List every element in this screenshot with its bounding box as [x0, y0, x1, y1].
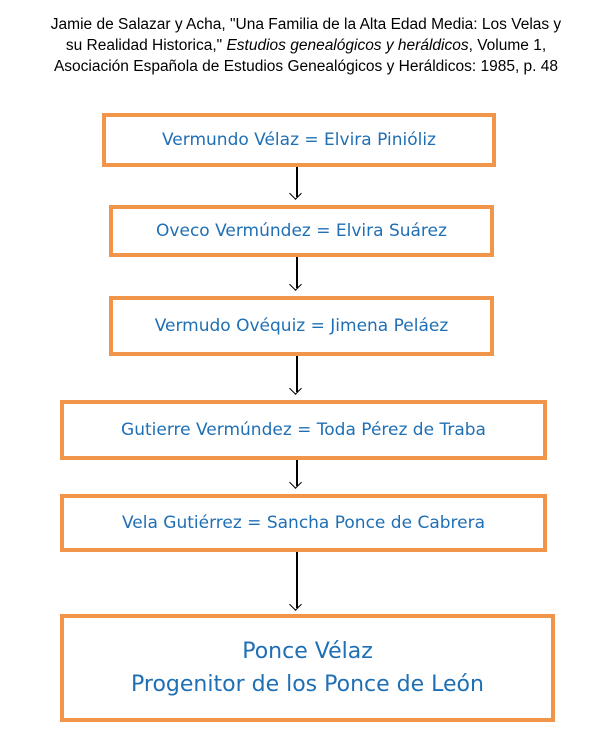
- generation-label: Gutierre Vermúndez = Toda Pérez de Traba: [121, 420, 486, 440]
- descent-arrow-4: [296, 460, 298, 486]
- generation-label: Oveco Vermúndez = Elvira Suárez: [156, 221, 447, 241]
- progenitor-name: Ponce Vélaz: [242, 639, 373, 664]
- generation-box-2: Oveco Vermúndez = Elvira Suárez: [109, 205, 494, 257]
- descent-arrow-2: [296, 257, 298, 288]
- citation-line-3: Asociación Española de Estudios Genealóg…: [53, 58, 559, 75]
- generation-box-1: Vermundo Vélaz = Elvira Pinióliz: [102, 113, 496, 167]
- generation-box-4: Gutierre Vermúndez = Toda Pérez de Traba: [60, 400, 547, 460]
- descent-arrow-3: [296, 356, 298, 392]
- generation-box-3: Vermudo Ovéquiz = Jimena Peláez: [109, 296, 494, 356]
- descent-arrow-5: [296, 552, 298, 608]
- progenitor-title: Progenitor de los Ponce de León: [131, 672, 484, 697]
- citation-journal: Estudios genealógicos y heráldicos: [226, 37, 469, 54]
- citation-line-2: su Realidad Historica," Estudios genealó…: [0, 35, 612, 56]
- generation-label: Vermudo Ovéquiz = Jimena Peláez: [154, 316, 449, 336]
- citation-line-1: Jamie de Salazar y Acha, "Una Familia de…: [50, 16, 562, 33]
- generation-label: Vela Gutiérrez = Sancha Ponce de Cabrera: [121, 513, 486, 533]
- descent-arrow-1: [296, 167, 298, 197]
- progenitor-box: Ponce Vélaz Progenitor de los Ponce de L…: [60, 614, 555, 722]
- generation-box-5: Vela Gutiérrez = Sancha Ponce de Cabrera: [60, 494, 547, 552]
- citation-author-title: su Realidad Historica,": [65, 37, 227, 54]
- generation-label: Vermundo Vélaz = Elvira Pinióliz: [162, 130, 436, 150]
- citation: Jamie de Salazar y Acha, "Una Familia de…: [0, 14, 612, 77]
- citation-volume: , Volume 1,: [468, 37, 547, 54]
